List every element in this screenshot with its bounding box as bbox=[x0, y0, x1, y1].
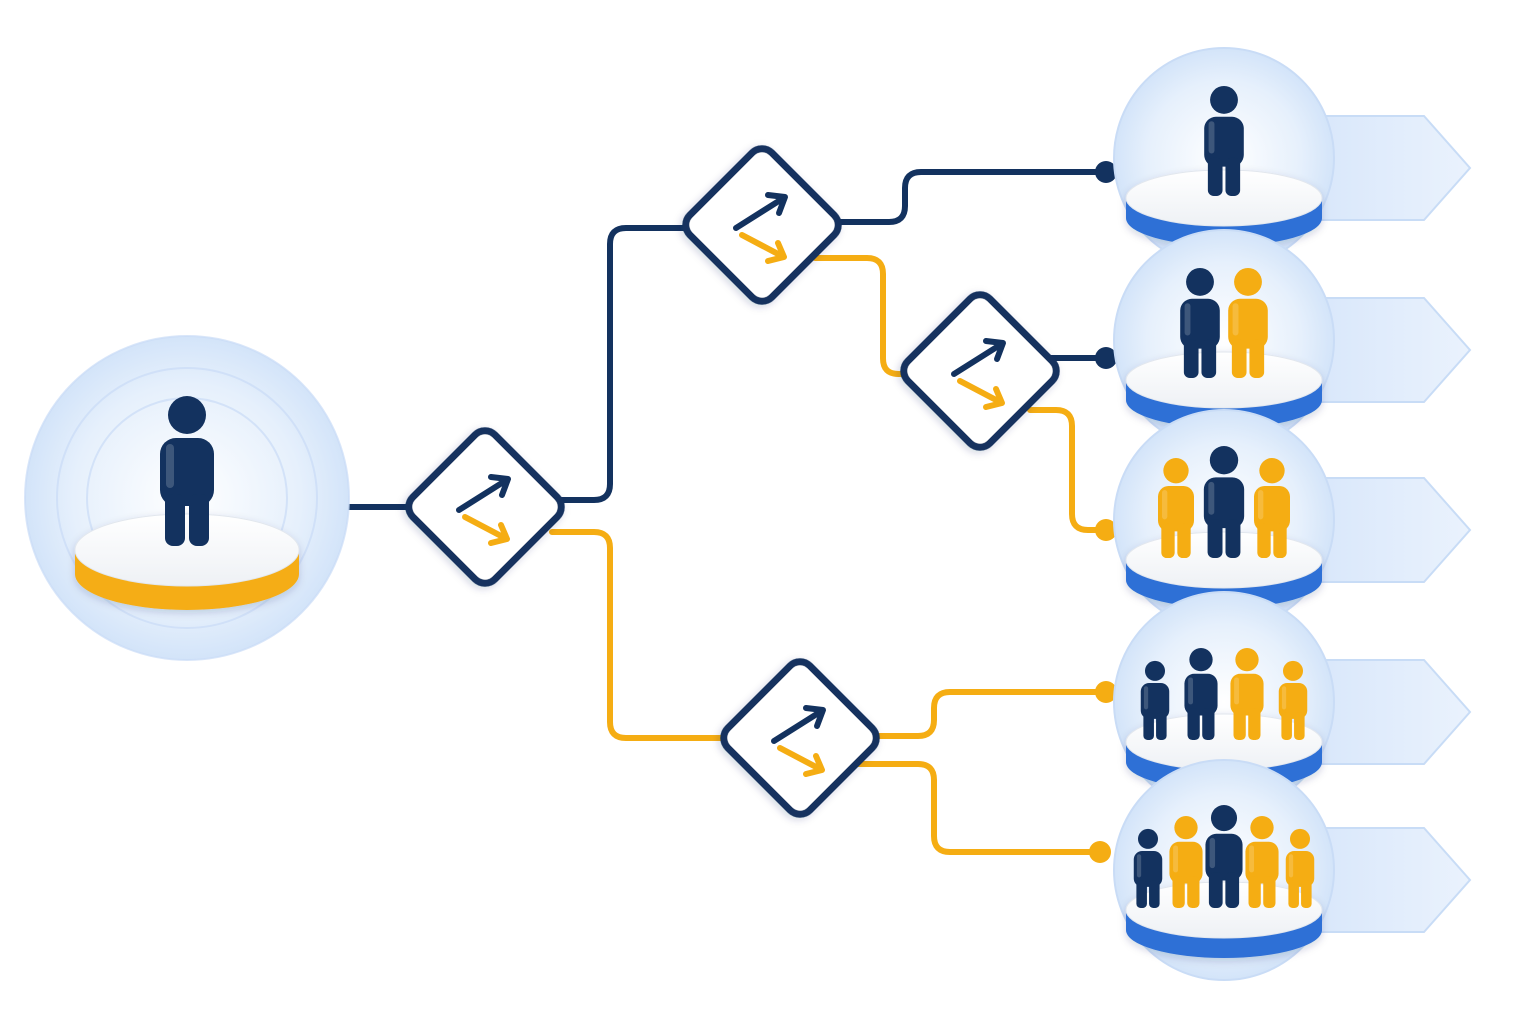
decision-diamond bbox=[682, 145, 842, 305]
decision-diamond bbox=[405, 427, 565, 587]
edge-d3-o3 bbox=[1027, 407, 1109, 533]
root-node bbox=[24, 335, 350, 661]
platform bbox=[1125, 531, 1323, 608]
person-icon bbox=[1245, 816, 1279, 908]
person-icon bbox=[160, 396, 214, 546]
person-icon bbox=[1278, 660, 1308, 740]
dot-icon bbox=[1095, 519, 1117, 541]
branch-arrows-icon bbox=[456, 474, 511, 546]
person-icon bbox=[1203, 446, 1245, 558]
branch-arrows-icon bbox=[771, 705, 826, 777]
person-icon bbox=[1285, 828, 1315, 908]
person-icon bbox=[1228, 268, 1268, 378]
outcome-2 bbox=[1113, 229, 1335, 451]
person-icon bbox=[1180, 268, 1220, 378]
platform bbox=[1125, 169, 1323, 246]
dot-icon bbox=[1089, 841, 1111, 863]
decision-diamond bbox=[720, 658, 880, 818]
person-icon bbox=[1169, 816, 1203, 908]
decision-d4 bbox=[720, 658, 880, 818]
halo-ring bbox=[56, 367, 318, 629]
edge-d4-o4 bbox=[865, 689, 1109, 739]
decision-d1 bbox=[405, 427, 565, 587]
edge-d1-d2 bbox=[552, 225, 693, 503]
person-icon bbox=[1184, 648, 1218, 740]
decision-diamond bbox=[900, 291, 1060, 451]
platform bbox=[74, 513, 300, 610]
platform bbox=[1125, 351, 1323, 428]
edge-d2-d3 bbox=[812, 255, 917, 377]
person-icon bbox=[1133, 828, 1163, 908]
edge-d2-o1 bbox=[827, 169, 1109, 225]
edge-d1-d4 bbox=[549, 529, 733, 741]
person-icon bbox=[1158, 458, 1194, 558]
decision-d2 bbox=[682, 145, 842, 305]
dot-icon bbox=[1095, 161, 1117, 183]
person-icon bbox=[1204, 86, 1244, 196]
outcome-1 bbox=[1113, 47, 1335, 269]
person-icon bbox=[1140, 660, 1170, 740]
person-icon bbox=[1230, 648, 1264, 740]
outcome-5 bbox=[1113, 759, 1335, 981]
dot-icon bbox=[1095, 681, 1117, 703]
edge-d4-o5 bbox=[855, 761, 1103, 855]
branch-arrows-icon bbox=[733, 192, 788, 264]
person-icon bbox=[1205, 804, 1243, 908]
decision-d3 bbox=[900, 291, 1060, 451]
dot-icon bbox=[1095, 347, 1117, 369]
outcome-3 bbox=[1113, 409, 1335, 631]
person-icon bbox=[1254, 458, 1290, 558]
branch-arrows-icon bbox=[951, 338, 1006, 410]
